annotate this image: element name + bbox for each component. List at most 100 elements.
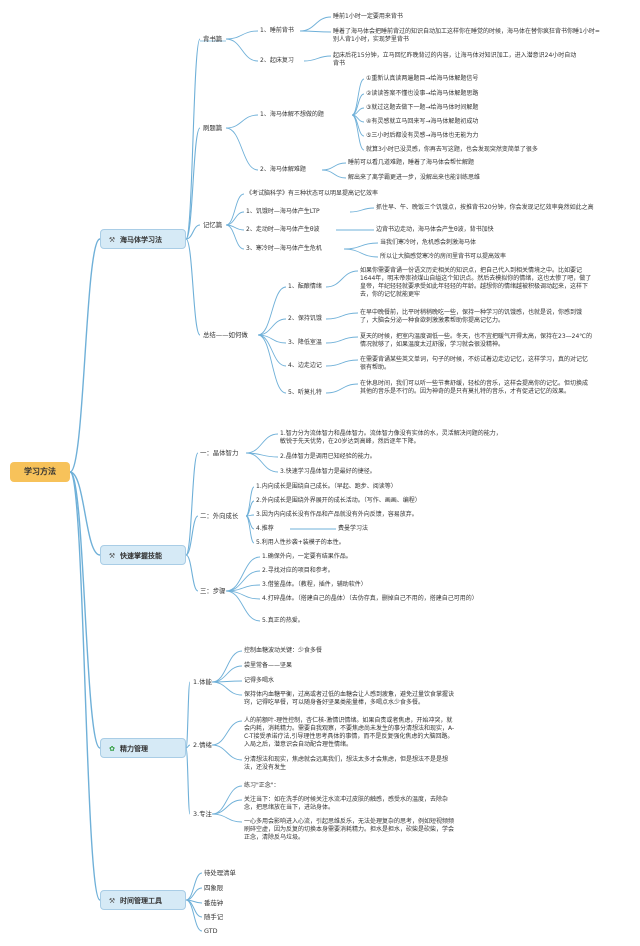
category-label: 时间管理工具 <box>120 897 162 905</box>
note: 5.真正的热爱。 <box>262 617 304 624</box>
node-beisong[interactable]: 背书篇 <box>203 35 223 43</box>
node-zongjie[interactable]: 总结——如何做 <box>203 331 248 339</box>
note: 解出来了离学霸更进一步，没解出来也能训练思维 <box>348 174 481 181</box>
note: 1.确保外向，一定要有结果作品。 <box>262 553 352 560</box>
tool-pomodoro[interactable]: 番茄钟 <box>204 899 224 907</box>
category-time-tools[interactable]: ⚒时间管理工具 <box>100 890 186 910</box>
node-outward[interactable]: 二：外向成长 <box>200 512 239 520</box>
connector-line <box>225 127 259 171</box>
connector-line <box>225 114 259 129</box>
connector-line <box>185 744 191 749</box>
node-focus[interactable]: 3.专注 <box>193 810 212 818</box>
node-crystal[interactable]: 一：晶体智力 <box>200 449 239 457</box>
connector-line <box>185 515 199 556</box>
connector-line <box>211 665 243 683</box>
node-walk-memorize[interactable]: 4、边走边记 <box>288 362 322 369</box>
step: ④有灵感就立马回来写→海马体解题初成功 <box>366 118 479 125</box>
step: ②读读答案不懂也没事→给海马体解题思路 <box>366 90 479 97</box>
node-mood[interactable]: 2.情绪 <box>193 741 212 749</box>
connector-line <box>351 114 365 151</box>
note: 3.因为内向成长没有作品和产品就没有外向反馈，容易放弃。 <box>256 511 418 518</box>
connector-line <box>225 224 245 250</box>
node-cold[interactable]: 3、寒冷时—海马体产生危机 <box>246 245 322 252</box>
connector-line <box>343 248 379 258</box>
connector-line <box>185 38 201 240</box>
note: 如果你需要背诵一份语文历史相关的知识点，把自己代入到相关情境之中。比如要记164… <box>360 267 592 298</box>
connector-line <box>245 515 255 544</box>
connector-line <box>325 336 359 344</box>
connector-line <box>257 318 287 336</box>
connector-line <box>185 747 191 815</box>
node-morning-review[interactable]: 2、起床复习 <box>260 57 294 64</box>
note: 当我们寒冷时，危机感会刺激海马体 <box>380 239 477 246</box>
note: 控制血糖波动关键：少食多餐 <box>244 647 323 654</box>
step: ①重新认真读两遍题目→给海马体解题信号 <box>366 75 479 82</box>
note: 抓住早、午、晚饭三个饥饿点，按推背书20分钟，你会发现记忆效率竟然如此之高 <box>376 204 594 211</box>
connector-line <box>211 799 243 815</box>
connector-line <box>325 383 359 394</box>
connector-line <box>225 30 259 40</box>
node-hippo-hard[interactable]: 2、海马体解难题 <box>260 166 306 173</box>
connector-line <box>211 744 243 761</box>
node-jiyi[interactable]: 记忆篇 <box>203 221 223 229</box>
node-hunger[interactable]: 1、饥饿时—海马体产生LTP <box>246 208 320 215</box>
node-shuati[interactable]: 刷题篇 <box>203 124 223 132</box>
connector-line <box>225 590 261 622</box>
node-hunger2[interactable]: 2、保持饥饿 <box>288 315 322 322</box>
tool-gtd[interactable]: GTD <box>204 927 218 935</box>
connector-line <box>69 471 101 556</box>
tool-notes[interactable]: 随手记 <box>204 913 224 921</box>
category-hippocampus[interactable]: ⚒海马体学习法 <box>100 229 186 249</box>
category-skills[interactable]: ⚒快速掌握技能 <box>100 545 186 565</box>
note: 人的前额叶-理性控制，杏仁核-激情识情绪。如果自责或者焦虑，开始冲突，就会内耗，… <box>244 717 455 748</box>
category-label: 精力管理 <box>120 745 148 753</box>
connector-line <box>69 471 101 749</box>
note: 1.内向成长是围绕自己成长。（早起、跑步、阅读等） <box>256 483 397 490</box>
connector-line <box>343 242 379 250</box>
note: 睡前可以看几道难题，睡着了海马体会帮忙解题 <box>348 159 475 166</box>
connector-line <box>321 162 347 171</box>
root-node[interactable]: 学习方法 <box>10 462 70 482</box>
brain-icon: ✿ <box>109 745 115 753</box>
note: 3.借鉴晶体。（教程，插件，辅助软件） <box>262 581 367 588</box>
connector-line <box>303 55 332 62</box>
note: 2.外向成长是围绕外界展开的成长活动。（写作、画画、编程） <box>256 497 421 504</box>
connector-line <box>321 169 347 179</box>
connector-line <box>299 16 332 32</box>
connector-line <box>325 270 359 288</box>
note: 1.智力分为流体智力和晶体智力。流体智力像没有实体的水，灵活解决问题的能力，敏锐… <box>280 430 502 445</box>
connector-line <box>185 872 203 901</box>
connector-line <box>225 193 245 226</box>
connector-line <box>185 899 203 932</box>
tool-quadrant[interactable]: 四象限 <box>204 884 224 892</box>
connector-line <box>185 554 199 592</box>
connector-line <box>257 334 287 394</box>
note: 记得多喝水 <box>244 677 275 684</box>
connector-line <box>257 286 287 336</box>
note: 在休息时间，我们可以听一些节奏舒缓，轻松的音乐，这样会提高你的记忆。但切换成其他… <box>360 380 589 395</box>
connector-line <box>69 238 101 473</box>
note: 睡前1小时一定要用来背书 <box>333 13 403 20</box>
node-steps[interactable]: 三：步骤 <box>200 587 226 595</box>
memory-intro: 《考试脑科学》有三种状态可以明显提高记忆效率 <box>246 190 379 197</box>
node-emotion[interactable]: 1、酝酿情绪 <box>288 283 322 290</box>
connector-line <box>245 452 279 473</box>
node-body[interactable]: 1.体能 <box>193 678 212 686</box>
step: ③就过这题去做下一题→给海马体时间解题 <box>366 104 479 111</box>
node-sleep-review[interactable]: 1、睡前背书 <box>260 27 294 34</box>
node-hippo-solve[interactable]: 1、海马体解不想做的题 <box>260 111 324 118</box>
node-cool-room[interactable]: 3、降低室温 <box>288 339 322 346</box>
connector-line <box>211 681 243 696</box>
note: 边背书边走动，海马体会产生θ波，背书加快 <box>376 226 494 233</box>
connector-line <box>211 785 243 815</box>
tools-icon: ⚒ <box>108 552 116 560</box>
note: 分清想法和现实，焦虑就会远离我们，想法太多才会焦虑，但是想法不是是想法，还没有发… <box>244 756 449 771</box>
connector-line <box>245 433 279 454</box>
note: 在早中晚餐前，比平时稍稍晚吃一些，保持一种学习的饥饿感，也就是说，你感到饿了，大… <box>360 309 583 324</box>
note: 一心多用会影响进入心流，引起思维反乐，无法处理复杂的思考，例如短视频频刷碎空虚，… <box>244 818 455 841</box>
category-energy[interactable]: ✿ 精力管理 <box>100 738 186 758</box>
node-walking[interactable]: 2、走动时—海马体产生θ波 <box>246 226 320 233</box>
connector-line <box>185 681 191 749</box>
node-mozart[interactable]: 5、听莫扎特 <box>288 389 322 396</box>
tool-todo[interactable]: 待处理清单 <box>204 869 236 877</box>
